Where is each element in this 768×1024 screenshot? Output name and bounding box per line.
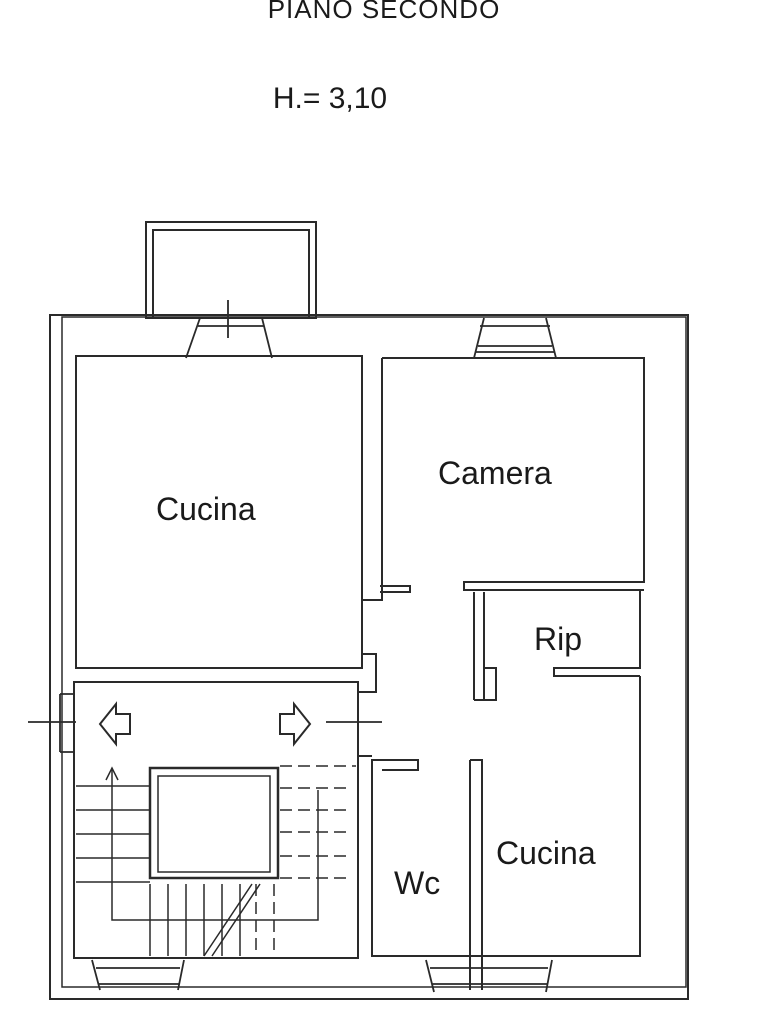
room-label-wc: Wc	[394, 865, 440, 901]
room-label-rip: Rip	[534, 621, 582, 657]
plan-title: PIANO SECONDO	[267, 0, 501, 24]
outer-walls	[49, 314, 689, 1000]
ceiling-height: H.= 3,10	[272, 82, 388, 115]
window-openings	[28, 300, 557, 993]
balcony	[145, 221, 317, 319]
room-label-cucina-2: Cucina	[496, 835, 596, 871]
arrow-right-icon	[279, 701, 312, 747]
room-label-camera: Camera	[438, 455, 552, 491]
room-label-cucina: Cucina	[156, 491, 256, 527]
interior-walls	[73, 355, 645, 990]
arrow-left-icon	[98, 701, 131, 747]
staircase	[76, 765, 356, 957]
